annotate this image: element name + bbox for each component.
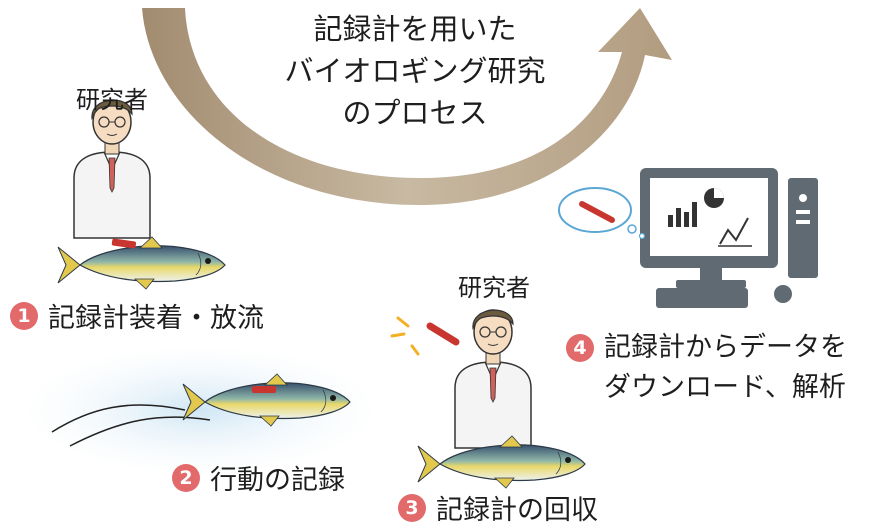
step-label-line-1: 記録計からデータを	[604, 332, 847, 363]
step-number-badge: 1	[10, 301, 38, 330]
swim-track	[69, 416, 211, 447]
title-line-2: バイオロギング研究	[284, 54, 546, 88]
researcher-label-1: 研究者	[76, 86, 148, 114]
logger-device	[426, 322, 460, 346]
step-number-badge: 3	[398, 493, 426, 522]
step-2: 2 行動の記録	[172, 458, 345, 497]
step-label: 記録計の回収	[436, 495, 598, 526]
researcher-figure-2	[454, 309, 532, 449]
step-4: 4 記録計からデータを ダウンロード、解析	[566, 328, 847, 408]
process-arrow	[142, 8, 672, 205]
title-line-3: のプロセス	[342, 96, 488, 130]
researcher-label-2: 研究者	[458, 274, 530, 302]
step-number-badge: 2	[172, 463, 200, 492]
diagram-title: 記録計を用いた バイオロギング研究 のプロセス	[250, 8, 580, 134]
step-label: 記録計装着・放流	[48, 303, 264, 334]
step-1: 1 記録計装着・放流	[10, 296, 264, 335]
fish-tagged	[57, 236, 226, 290]
swim-track	[51, 404, 186, 433]
logger-device	[111, 238, 137, 249]
researcher-figure-1	[73, 99, 151, 239]
thought-bubble	[558, 187, 646, 240]
step-label-line-2: ダウンロード、解析	[604, 372, 846, 403]
step-label: 行動の記録	[210, 465, 345, 496]
title-line-1: 記録計を用いた	[313, 12, 517, 46]
sparkle-icon	[390, 316, 420, 356]
step-number-badge: 4	[566, 334, 594, 362]
logger-device	[252, 386, 276, 393]
ocean-water	[30, 348, 370, 472]
step-3: 3 記録計の回収	[398, 488, 598, 527]
computer-icon	[640, 168, 818, 308]
